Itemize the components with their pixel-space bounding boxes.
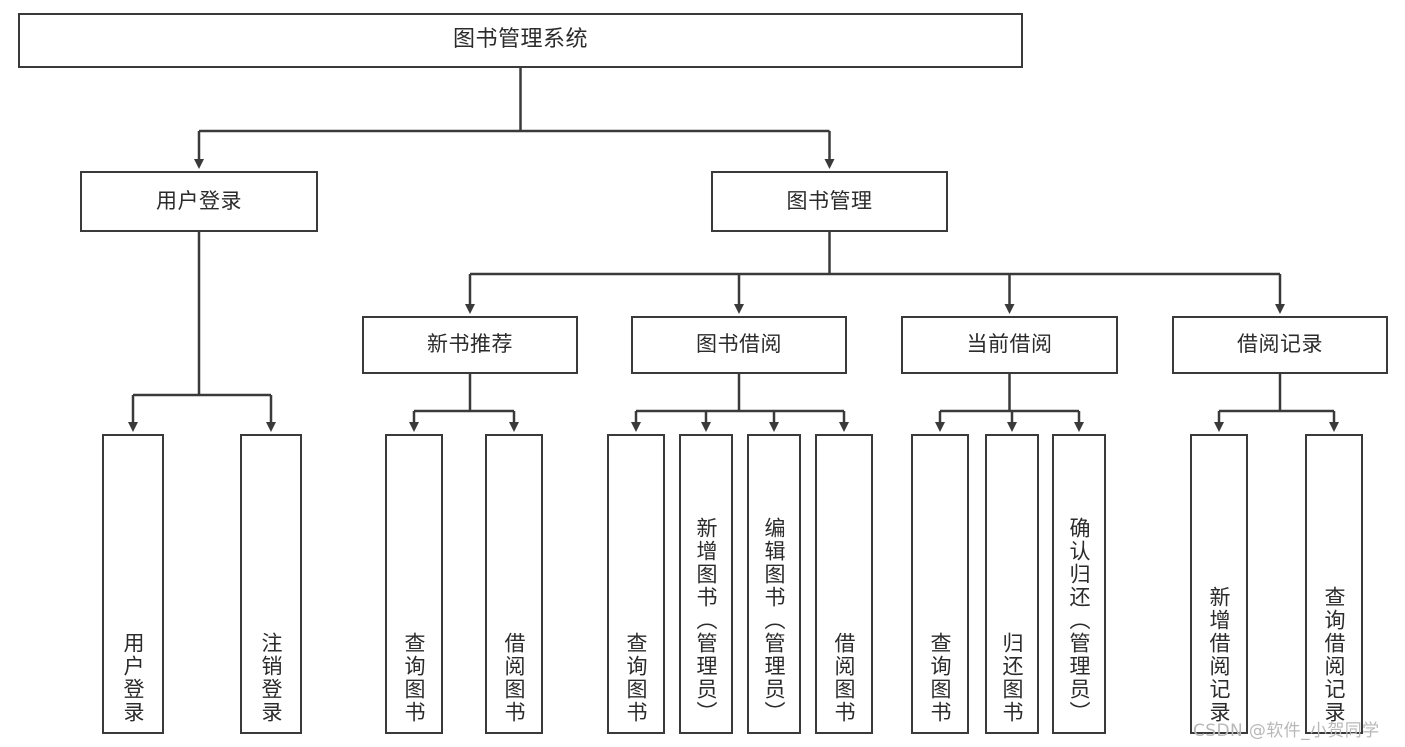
node-leaf-4[interactable]: 查询图书	[607, 434, 665, 734]
node-label: 借阅记录	[1237, 332, 1323, 357]
node-label: 查询借阅记录	[1322, 586, 1347, 724]
node-label: 用户登录	[121, 632, 146, 724]
node-leaf-12[interactable]: 查询借阅记录	[1305, 434, 1363, 734]
node-label: 借阅图书	[832, 632, 857, 724]
node-label: 查询图书	[624, 632, 649, 724]
node-branch-1[interactable]: 图书管理	[711, 171, 948, 232]
node-leaf-5[interactable]: 新增图书（管理员）	[679, 434, 733, 734]
node-label: 归还图书	[1000, 632, 1025, 724]
node-label: 图书管理	[786, 188, 873, 213]
node-leaf-10[interactable]: 确认归还（管理员）	[1052, 434, 1106, 734]
node-label: 用户登录	[156, 188, 242, 213]
node-label: 图书借阅	[696, 332, 782, 357]
node-label: 编辑图书（管理员）	[762, 517, 787, 724]
node-sub-2[interactable]: 当前借阅	[901, 316, 1118, 374]
node-label: 注销登录	[259, 632, 284, 724]
node-leaf-1[interactable]: 注销登录	[240, 434, 302, 734]
node-leaf-2[interactable]: 查询图书	[385, 434, 443, 734]
node-label: 查询图书	[402, 632, 427, 724]
node-label: 新增图书（管理员）	[694, 517, 719, 724]
node-sub-0[interactable]: 新书推荐	[362, 316, 578, 374]
node-label: 查询图书	[928, 632, 953, 724]
node-sub-3[interactable]: 借阅记录	[1172, 316, 1388, 374]
node-leaf-6[interactable]: 编辑图书（管理员）	[747, 434, 801, 734]
node-leaf-9[interactable]: 归还图书	[985, 434, 1039, 734]
node-leaf-8[interactable]: 查询图书	[911, 434, 969, 734]
csdn-watermark: CSDN @软件_小贺同学	[1193, 721, 1380, 741]
node-label: 当前借阅	[966, 332, 1053, 357]
node-label: 新书推荐	[427, 332, 513, 357]
node-label: 新增借阅记录	[1207, 586, 1232, 724]
node-sub-1[interactable]: 图书借阅	[631, 316, 847, 374]
node-leaf-3[interactable]: 借阅图书	[485, 434, 543, 734]
node-label: 借阅图书	[502, 632, 527, 724]
node-label: 确认归还（管理员）	[1067, 517, 1092, 724]
node-label: 图书管理系统	[452, 27, 588, 53]
node-leaf-0[interactable]: 用户登录	[102, 434, 164, 734]
node-root-图书管理系统[interactable]: 图书管理系统	[18, 13, 1023, 68]
node-leaf-11[interactable]: 新增借阅记录	[1190, 434, 1248, 734]
node-leaf-7[interactable]: 借阅图书	[815, 434, 873, 734]
node-branch-0[interactable]: 用户登录	[80, 171, 318, 232]
